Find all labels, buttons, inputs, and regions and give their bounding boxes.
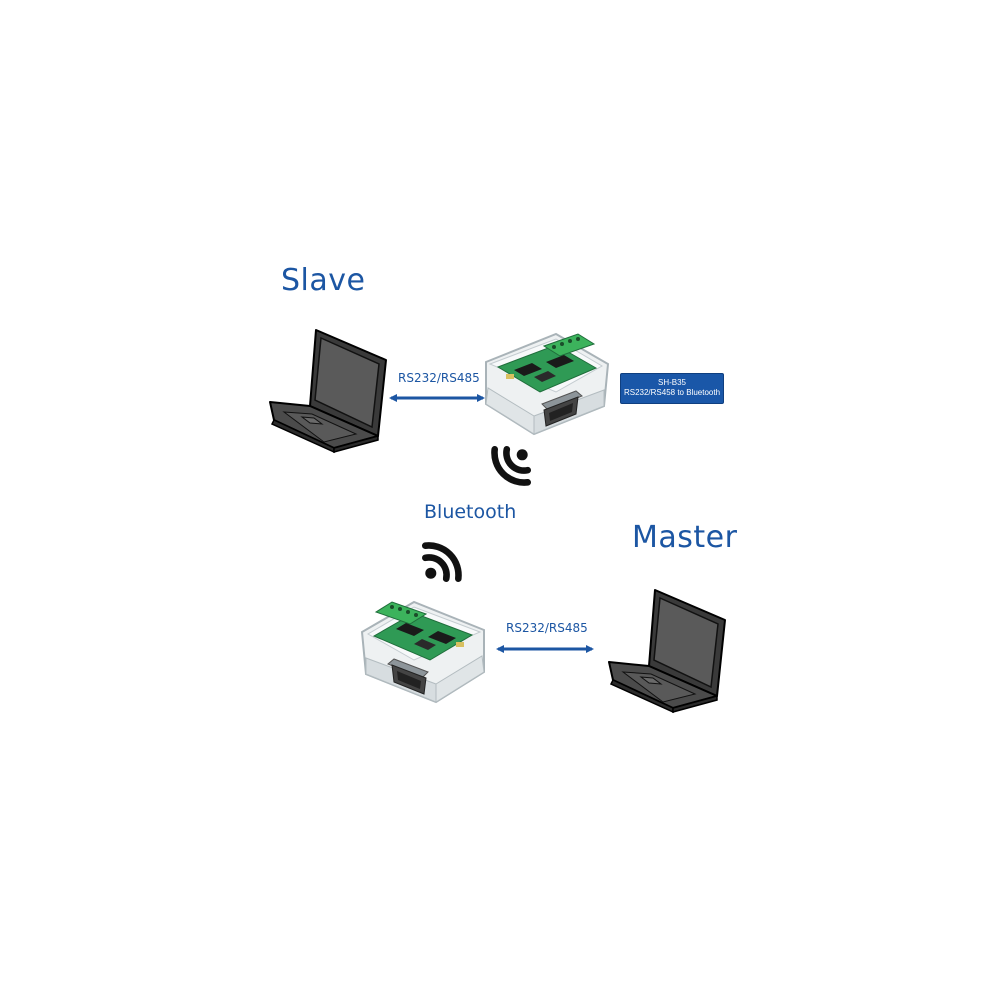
master-double-arrow-icon xyxy=(496,645,594,653)
master-wifi-signal-icon xyxy=(422,538,466,582)
slave-double-arrow-icon xyxy=(389,394,485,402)
slave-converter-module-icon xyxy=(485,333,609,435)
master-laptop-icon xyxy=(608,589,726,713)
slave-wifi-signal-icon xyxy=(487,446,531,490)
slave-laptop-icon xyxy=(269,329,387,453)
bluetooth-label: Bluetooth xyxy=(424,501,517,523)
device-model-name: SH-B35 xyxy=(657,378,686,387)
slave-label: Slave xyxy=(281,263,366,298)
slave-link-label: RS232/RS485 xyxy=(398,371,480,385)
master-converter-module-icon xyxy=(361,601,485,703)
master-label: Master xyxy=(632,520,738,555)
master-link-label: RS232/RS485 xyxy=(506,621,588,635)
device-model-description: RS232/RS458 to Bluetooth xyxy=(623,388,721,397)
device-model-badge: SH-B35 RS232/RS458 to Bluetooth xyxy=(620,373,724,404)
